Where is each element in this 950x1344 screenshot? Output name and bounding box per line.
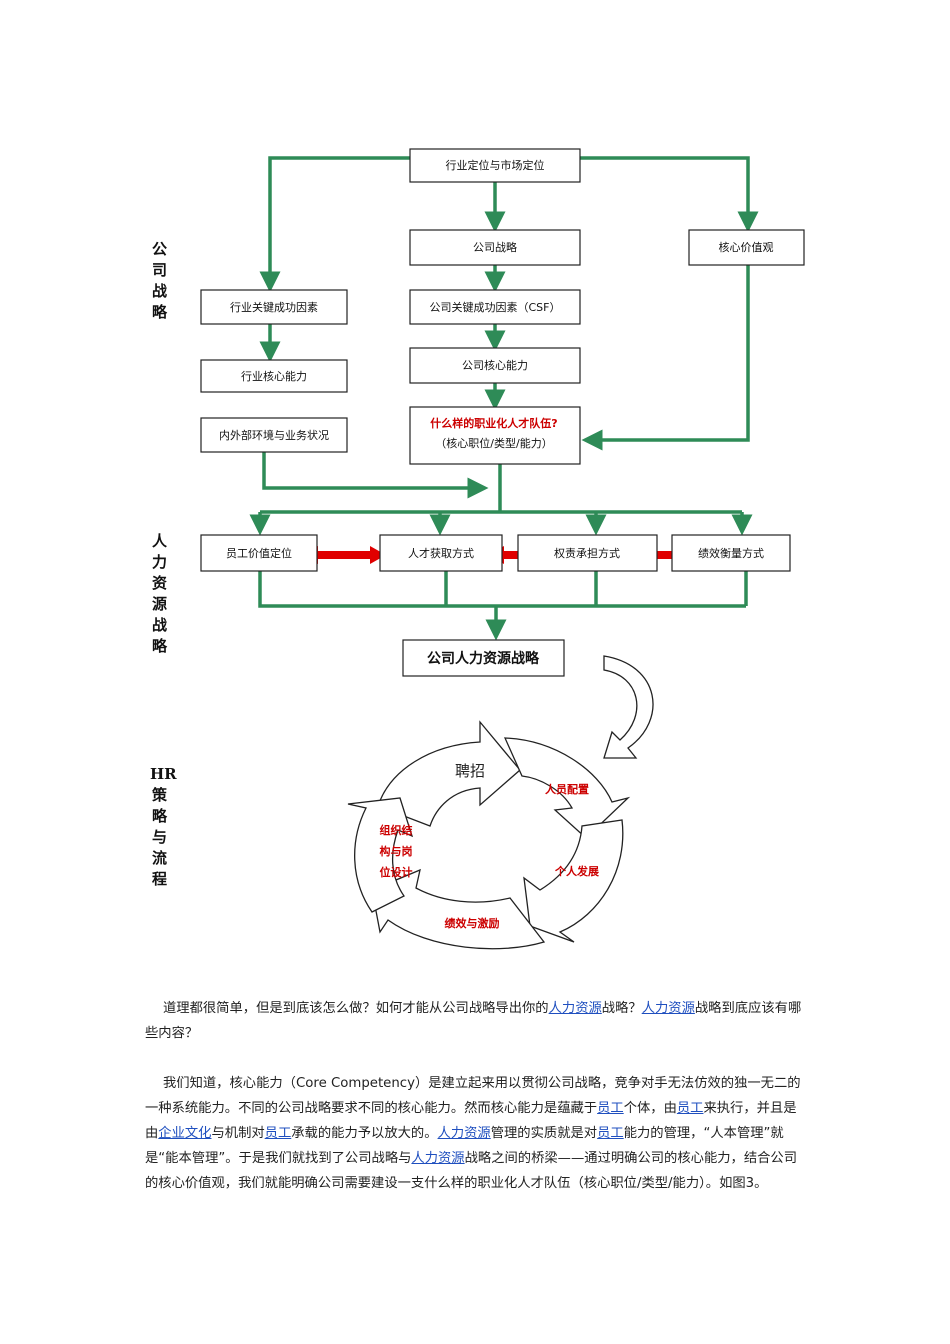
svg-text:资: 资 — [152, 574, 167, 592]
box-environment-label: 内外部环境与业务状况 — [219, 428, 329, 442]
cycle-label-development: 个人发展 — [554, 864, 600, 878]
link-employee[interactable]: 员工 — [597, 1101, 624, 1116]
text-span: 与机制对 — [211, 1126, 265, 1141]
svg-text:略: 略 — [152, 807, 168, 825]
cycle-segment-performance — [371, 868, 546, 950]
box-industry-core-label: 行业核心能力 — [241, 369, 307, 383]
link-employee[interactable]: 员工 — [264, 1126, 292, 1141]
link-employee[interactable]: 员工 — [597, 1126, 624, 1141]
box-company-strategy-label: 公司战略 — [473, 240, 517, 254]
text-span: 能力的管理，“人本管理”就是“能本管理”。于是我们就找到了公司战略与 — [145, 1126, 784, 1166]
box-talent-acquire-label: 人才获取方式 — [408, 546, 474, 560]
box-company-csf — [409, 289, 581, 325]
text-span: 战略？ — [601, 1001, 642, 1016]
box-company-core — [409, 347, 581, 384]
paragraph-2: 我们知道，核心能力（Core Competency）是建立起来用以贯彻公司战略，… — [145, 1071, 807, 1196]
box-industry-ksf — [200, 289, 348, 325]
svg-text:人: 人 — [152, 532, 168, 550]
link-hr[interactable]: 人力资源 — [548, 1001, 602, 1016]
svg-text:流: 流 — [152, 849, 167, 867]
text-span: 战略之间的桥梁——通过明确公司的核心能力，结合公司的核心价值观，我们就能明确公司… — [145, 1151, 798, 1191]
cycle-label-org-1: 组织结 — [380, 823, 413, 837]
box-industry-ksf-label: 行业关键成功因素 — [230, 300, 318, 314]
svg-text:公: 公 — [152, 240, 167, 258]
text-span: 战略到底应该有哪些内容？ — [145, 1001, 802, 1041]
paragraph-1: 道理都很简单，但是到底该怎么做？如何才能从公司战略导出你的人力资源战略？人力资源… — [145, 996, 807, 1046]
box-talent-line1: 什么样的职业化人才队伍? — [430, 416, 557, 430]
box-authority — [517, 534, 658, 572]
box-performance-label: 绩效衡量方式 — [698, 546, 764, 560]
box-authority-label: 权责承担方式 — [554, 546, 620, 560]
svg-text:略: 略 — [152, 303, 168, 321]
link-hr[interactable]: 人力资源 — [411, 1151, 465, 1166]
cycle-segment-recruit — [377, 720, 521, 827]
box-hr-strategy-label: 公司人力资源战略 — [427, 650, 540, 667]
cycle-label-performance: 绩效与激励 — [445, 916, 500, 930]
svg-text:力: 力 — [152, 553, 167, 571]
box-hr-strategy — [402, 639, 565, 677]
text-span: 我们知道，核心能力（Core Competency）是建立起来用以贯彻公司战略，… — [145, 1076, 801, 1116]
box-company-strategy — [409, 229, 581, 266]
cycle-segment-org — [347, 797, 414, 913]
side-label-company-strategy: 公 司 战 略 — [152, 240, 168, 321]
text-span: 来执行，并且是由 — [145, 1101, 797, 1141]
text-span: 道理都很简单，但是到底该怎么做？如何才能从公司战略导出你的 — [163, 1001, 549, 1016]
box-performance — [671, 534, 791, 572]
cycle-segment-development — [523, 819, 624, 943]
connector-lines — [249, 156, 759, 641]
link-corporate-culture[interactable]: 企业文化 — [158, 1126, 212, 1141]
box-industry-core — [200, 359, 348, 393]
svg-text:战: 战 — [152, 282, 167, 300]
box-employee-value — [200, 534, 318, 572]
link-employee[interactable]: 员工 — [676, 1101, 704, 1116]
box-environment — [200, 417, 348, 453]
cycle-label-org-3: 位设计 — [380, 865, 413, 879]
svg-text:HR: HR — [150, 765, 177, 783]
svg-text:战: 战 — [152, 616, 167, 634]
box-company-csf-label: 公司关键成功因素（CSF） — [430, 300, 561, 314]
svg-text:程: 程 — [152, 870, 167, 888]
box-talent-line2: （核心职位/类型/能力） — [435, 436, 552, 450]
cycle-label-staffing: 人员配置 — [545, 782, 589, 796]
text-span: 管理的实质就是对 — [490, 1126, 598, 1141]
text-span: 个体，由 — [623, 1101, 677, 1116]
box-core-values — [688, 229, 805, 266]
box-talent — [409, 406, 581, 465]
box-employee-value-label: 员工价值定位 — [226, 546, 292, 560]
box-industry-market-label: 行业定位与市场定位 — [446, 158, 545, 172]
svg-text:略: 略 — [152, 637, 168, 655]
side-label-hr-strategy: 人 力 资 源 战 略 — [152, 532, 168, 655]
link-hr[interactable]: 人力资源 — [437, 1126, 491, 1141]
cycle-segment-staffing — [503, 737, 631, 839]
box-company-core-label: 公司核心能力 — [462, 358, 528, 372]
svg-text:策: 策 — [151, 786, 168, 804]
side-label-hr-process: HR 策 略 与 流 程 — [150, 765, 177, 888]
hr-process-cycle — [347, 720, 631, 950]
hr-strategy-diagram: 公 司 战 略 人 力 资 源 战 略 HR 策 略 与 流 程 — [150, 148, 805, 950]
svg-text:源: 源 — [152, 595, 167, 613]
box-talent-acquire — [379, 534, 503, 572]
svg-text:司: 司 — [152, 261, 167, 279]
curved-arrow-icon — [603, 655, 654, 759]
box-core-values-label: 核心价值观 — [719, 240, 774, 254]
cycle-label-org-2: 构与岗 — [380, 844, 413, 858]
link-hr[interactable]: 人力资源 — [641, 1001, 695, 1016]
cycle-label-recruit: 聘招 — [455, 762, 485, 780]
box-industry-market — [409, 148, 581, 183]
svg-text:与: 与 — [152, 828, 167, 846]
text-span: 承载的能力予以放大的。 — [291, 1126, 438, 1141]
